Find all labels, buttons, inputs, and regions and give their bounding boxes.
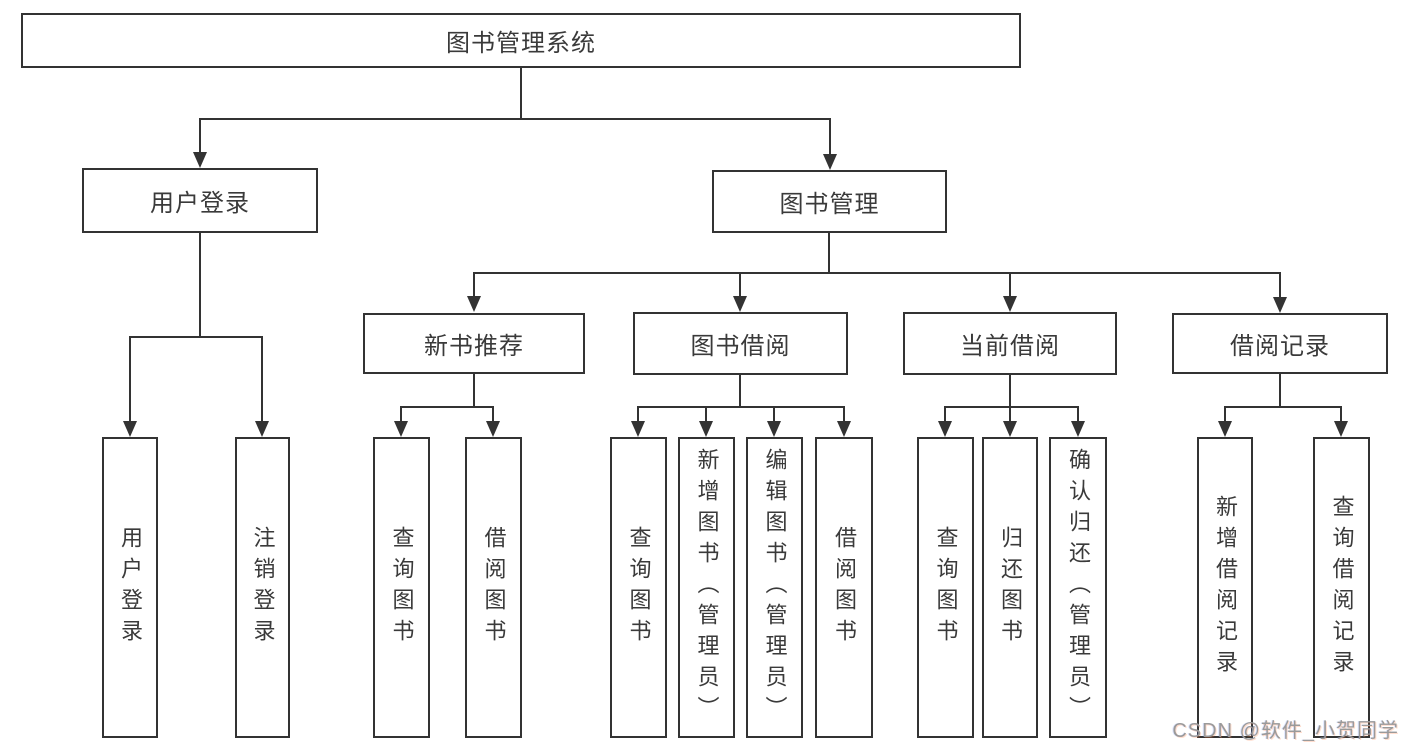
node-book-borrowing: 图书借阅 xyxy=(633,312,848,375)
leaf-record-add-borrow-record: 新增借阅记录 xyxy=(1197,437,1253,738)
leaf-current-query-books-label: 查询图书 xyxy=(933,525,959,650)
csdn-watermark: CSDN @软件_小贺同学 xyxy=(1172,720,1399,742)
node-new-book-recommendation: 新书推荐 xyxy=(363,313,585,374)
leaf-borrow-add-books-admin: 新增图书（管理员） xyxy=(678,437,735,738)
leaf-logout: 注销登录 xyxy=(235,437,290,738)
leaf-user-login: 用户登录 xyxy=(102,437,158,738)
node-book-management-label: 图书管理 xyxy=(779,191,880,218)
leaf-borrow-edit-books-admin-label: 编辑图书（管理员） xyxy=(762,448,788,727)
leaf-borrow-borrow-books: 借阅图书 xyxy=(815,437,873,738)
leaf-newbook-query-books: 查询图书 xyxy=(373,437,430,738)
leaf-user-login-label: 用户登录 xyxy=(118,525,143,650)
node-borrowing-records: 借阅记录 xyxy=(1172,313,1388,374)
node-root: 图书管理系统 xyxy=(21,13,1021,68)
node-book-borrowing-label: 图书借阅 xyxy=(690,333,791,360)
leaf-current-confirm-return-admin: 确认归还（管理员） xyxy=(1049,437,1107,738)
node-user-login: 用户登录 xyxy=(82,168,318,233)
leaf-borrow-edit-books-admin: 编辑图书（管理员） xyxy=(746,437,803,738)
leaf-borrow-add-books-admin-label: 新增图书（管理员） xyxy=(694,448,720,727)
leaf-current-confirm-return-admin-label: 确认归还（管理员） xyxy=(1066,448,1091,727)
leaf-logout-label: 注销登录 xyxy=(250,525,276,650)
leaf-record-query-borrow-record-label: 查询借阅记录 xyxy=(1329,494,1355,681)
node-borrowing-records-label: 借阅记录 xyxy=(1230,333,1330,360)
node-current-borrowing-label: 当前借阅 xyxy=(960,333,1060,360)
leaf-borrow-borrow-books-label: 借阅图书 xyxy=(832,525,857,650)
leaf-current-query-books: 查询图书 xyxy=(917,437,974,738)
node-book-management: 图书管理 xyxy=(712,170,947,233)
node-root-label: 图书管理系统 xyxy=(446,30,596,57)
leaf-current-return-books-label: 归还图书 xyxy=(998,525,1023,650)
node-current-borrowing: 当前借阅 xyxy=(903,312,1117,375)
leaf-record-query-borrow-record: 查询借阅记录 xyxy=(1313,437,1370,738)
leaf-newbook-borrow-books-label: 借阅图书 xyxy=(481,525,507,650)
node-new-book-recommendation-label: 新书推荐 xyxy=(424,333,524,360)
leaf-newbook-query-books-label: 查询图书 xyxy=(389,525,415,650)
leaf-borrow-query-books: 查询图书 xyxy=(610,437,667,738)
leaf-newbook-borrow-books: 借阅图书 xyxy=(465,437,522,738)
node-user-login-label: 用户登录 xyxy=(150,190,250,217)
leaf-current-return-books: 归还图书 xyxy=(982,437,1038,738)
leaf-record-add-borrow-record-label: 新增借阅记录 xyxy=(1213,494,1238,681)
leaf-borrow-query-books-label: 查询图书 xyxy=(626,525,652,650)
